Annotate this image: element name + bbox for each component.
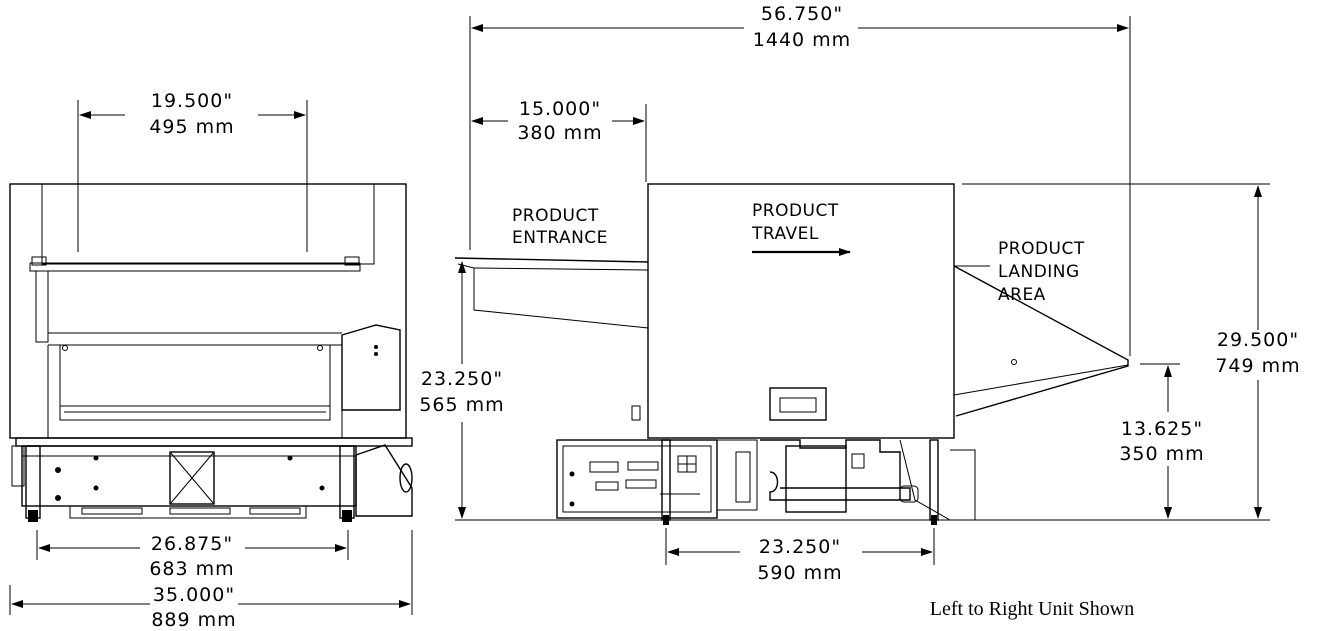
label-landing-3: AREA	[998, 285, 1046, 305]
dim-overall-length-in: 56.750"	[761, 3, 843, 25]
dim-side-leg-span-mm: 590 mm	[757, 562, 842, 584]
dim-landing-height-mm: 350 mm	[1119, 443, 1204, 465]
dim-top-width-mm: 495 mm	[149, 116, 234, 138]
label-travel-1: PRODUCT	[752, 201, 839, 221]
dim-leg-span: 26.875" 683 mm	[36, 530, 349, 580]
dim-entrance-height-in: 23.250"	[421, 368, 503, 390]
side-view	[454, 183, 1270, 525]
dim-entrance-height-mm: 565 mm	[419, 394, 504, 416]
dim-entrance-height: 23.250" 565 mm	[419, 261, 504, 519]
label-entrance-2: ENTRANCE	[512, 228, 608, 248]
dim-top-width: 19.500" 495 mm	[77, 90, 308, 252]
dim-leg-span-mm: 683 mm	[149, 558, 234, 580]
front-hood	[41, 183, 375, 265]
side-cabinet	[647, 183, 955, 439]
label-landing-1: PRODUCT	[998, 239, 1085, 259]
dim-overall-height: 29.500" 749 mm	[962, 183, 1300, 519]
front-housing	[9, 183, 407, 439]
dim-overall-width: 35.000" 889 mm	[9, 530, 413, 631]
label-travel-2: TRAVEL	[751, 224, 819, 244]
dim-overall-length-mm: 1440 mm	[753, 29, 851, 51]
dim-overall-width-mm: 889 mm	[151, 609, 236, 631]
dim-overall-width-in: 35.000"	[153, 584, 235, 606]
dim-overall-height-mm: 749 mm	[1215, 355, 1300, 377]
dim-side-leg-span-in: 23.250"	[759, 536, 841, 558]
dim-landing-height: 13.625" 350 mm	[1119, 363, 1204, 519]
dim-top-width-in: 19.500"	[151, 90, 233, 112]
label-entrance-1: PRODUCT	[512, 206, 599, 226]
dim-overall-height-in: 29.500"	[1217, 329, 1299, 351]
dim-entrance: 15.000" 380 mm	[471, 98, 647, 182]
dim-entrance-mm: 380 mm	[517, 122, 602, 144]
dim-entrance-in: 15.000"	[519, 98, 601, 120]
label-landing-2: LANDING	[998, 262, 1080, 282]
dim-side-leg-span: 23.250" 590 mm	[665, 528, 935, 584]
caption: Left to Right Unit Shown	[930, 598, 1134, 620]
front-view	[9, 183, 413, 522]
dim-leg-span-in: 26.875"	[151, 533, 233, 555]
dim-overall-length: 56.750" 1440 mm	[469, 3, 1131, 356]
dim-landing-height-in: 13.625"	[1121, 418, 1203, 440]
